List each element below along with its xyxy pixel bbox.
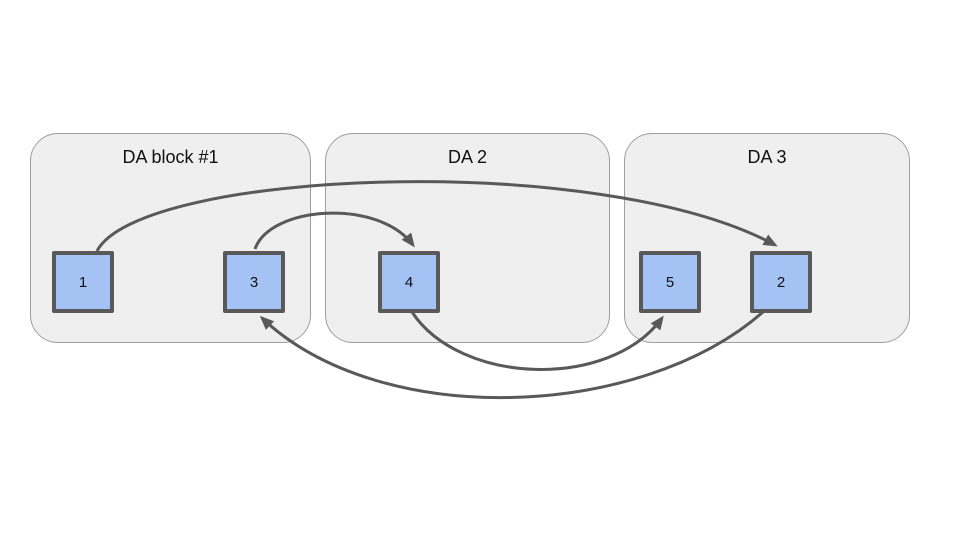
- container-title: DA 2: [447, 147, 488, 167]
- node-label: 4: [404, 273, 414, 291]
- container-title: DA block #1: [122, 147, 219, 167]
- node-label: 3: [249, 273, 259, 291]
- container-title: DA 3: [747, 147, 787, 167]
- node-label: 5: [665, 273, 675, 291]
- container-da-2: DA 2: [325, 133, 610, 343]
- node-2: 2: [750, 251, 812, 313]
- node-5: 5: [639, 251, 701, 313]
- node-4: 4: [378, 251, 440, 313]
- node-label: 2: [776, 273, 786, 291]
- node-label: 1: [78, 273, 88, 291]
- node-3: 3: [223, 251, 285, 313]
- node-1: 1: [52, 251, 114, 313]
